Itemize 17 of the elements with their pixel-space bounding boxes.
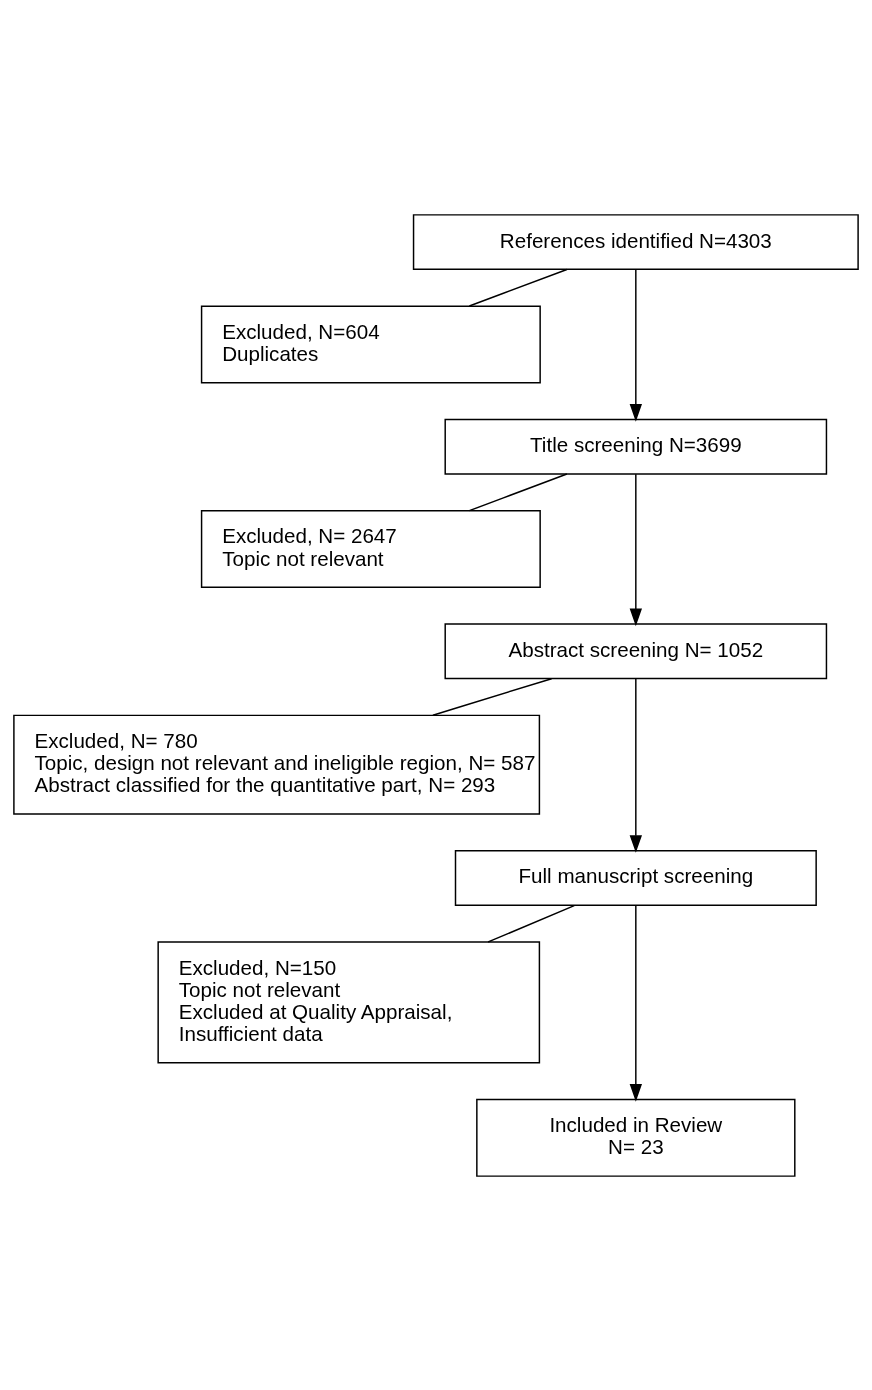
connector — [432, 677, 553, 716]
node-box: Excluded, N=150 Topic not relevant Excluded at Quality Appraisal, Insufficient data — [157, 940, 541, 1063]
node-box: References identified N=4303 — [412, 213, 859, 270]
node-box: Excluded, N= 780 Topic, design not relevant and ineligible region, N= 587 Abstract classified for the quantitative part, N= 293 — [13, 714, 541, 815]
arrow — [629, 472, 642, 626]
node-box: Excluded, N= 2647 Topic not relevant — [200, 509, 541, 588]
node-box: Excluded, N=604 Duplicates — [200, 304, 541, 383]
node-box: Title screening N=3699 — [444, 418, 828, 475]
connector — [468, 472, 568, 511]
arrow — [629, 677, 642, 853]
connector — [468, 268, 568, 307]
connector — [487, 904, 575, 943]
node-box: Abstract screening N= 1052 — [444, 622, 828, 679]
arrow — [629, 268, 642, 422]
arrow — [629, 904, 642, 1102]
node-box: Included in Review N= 23 — [476, 1098, 796, 1177]
node-box: Full manuscript screening — [454, 849, 817, 906]
